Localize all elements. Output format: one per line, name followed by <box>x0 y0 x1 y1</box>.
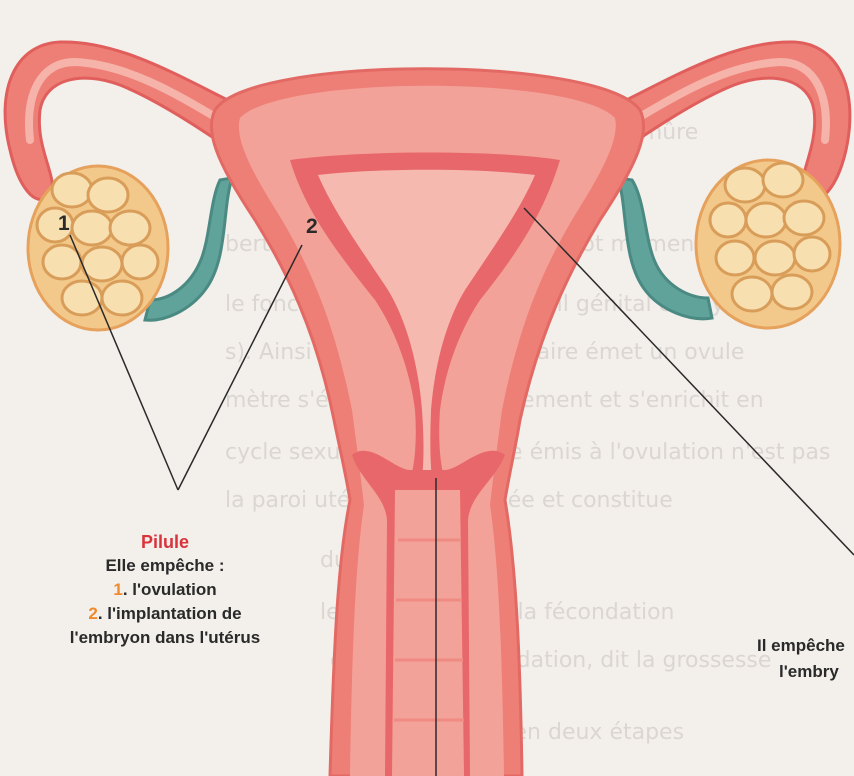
item-1-number: 1 <box>113 580 122 599</box>
left-ovary <box>28 166 168 330</box>
item-2-number: 2 <box>88 604 97 623</box>
iud-caption-line-1: Il empêche <box>757 633 854 659</box>
pill-caption-item-2-line-2: l'embryon dans l'utérus <box>20 626 310 650</box>
label-uterus-number: 2 <box>306 215 318 239</box>
right-ovary <box>696 160 840 328</box>
pill-caption-item-1: 1. l'ovulation <box>20 578 310 602</box>
pill-caption-title: Pilule <box>20 530 310 554</box>
item-2-text: . l'implantation de <box>98 604 242 623</box>
item-1-text: . l'ovulation <box>123 580 217 599</box>
vaginal-canal <box>392 490 464 776</box>
pill-caption-item-2: 2. l'implantation de <box>20 602 310 626</box>
iud-caption-line-2: l'embry <box>757 659 854 685</box>
pill-caption: Pilule Elle empêche : 1. l'ovulation 2. … <box>20 530 310 650</box>
label-ovary-number: 1 <box>58 212 70 236</box>
iud-caption: Il empêche l'embry <box>757 633 854 685</box>
pill-caption-intro: Elle empêche : <box>20 554 310 578</box>
